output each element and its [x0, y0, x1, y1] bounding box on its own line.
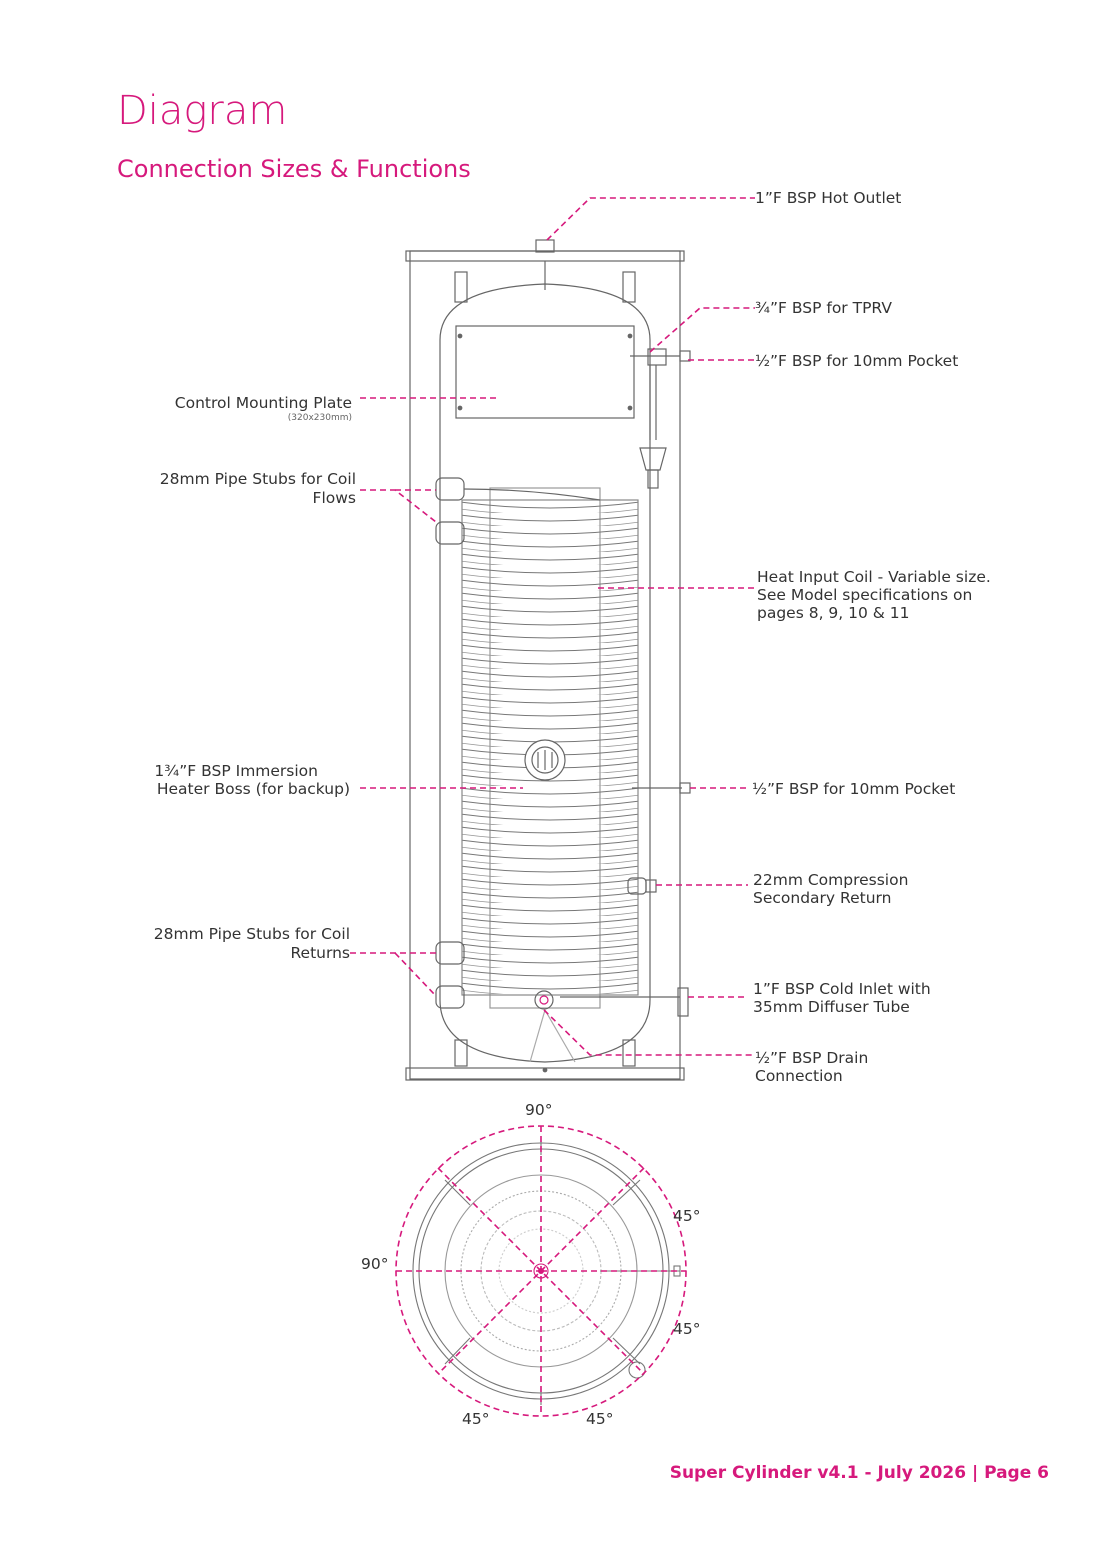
label-coil-flows-1: 28mm Pipe Stubs for Coil	[159, 470, 356, 488]
angle-label-right-upper: 45°	[673, 1207, 701, 1225]
cylinder-elevation	[405, 239, 691, 1081]
label-heat-coil-3: pages 8, 9, 10 & 11	[757, 604, 910, 622]
angle-label-bottom-left: 45°	[462, 1410, 490, 1428]
plan-angle-lines	[395, 1125, 687, 1417]
control-mounting-plate-shape	[455, 325, 635, 419]
label-drain-1: ½”F BSP Drain	[755, 1049, 869, 1067]
label-tprv: ¾”F BSP for TPRV	[755, 299, 892, 317]
angle-label-bottom-right: 45°	[586, 1410, 614, 1428]
label-heat-coil-1: Heat Input Coil - Variable size.	[757, 568, 991, 586]
angle-label-left: 90°	[361, 1255, 389, 1273]
label-cold-inlet-1: 1”F BSP Cold Inlet with	[753, 980, 931, 998]
cylinder-plan-view	[412, 1141, 681, 1405]
label-pocket-mid: ½”F BSP for 10mm Pocket	[752, 780, 956, 798]
label-drain-2: Connection	[755, 1067, 843, 1085]
label-hot-outlet: 1”F BSP Hot Outlet	[755, 189, 902, 207]
label-control-plate-size: (320x230mm)	[287, 413, 352, 423]
tprv-valve-shape	[647, 348, 667, 366]
label-pocket-top: ½”F BSP for 10mm Pocket	[755, 352, 959, 370]
label-control-plate: Control Mounting Plate	[174, 394, 352, 412]
label-heat-coil-2: See Model specifications on	[757, 586, 973, 604]
label-immersion-2: Heater Boss (for backup)	[156, 780, 350, 798]
angle-label-top: 90°	[525, 1101, 553, 1119]
angle-label-right-lower: 45°	[673, 1320, 701, 1338]
label-immersion-1: 1¾”F BSP Immersion	[154, 762, 318, 780]
label-secondary-return-1: 22mm Compression	[753, 871, 909, 889]
label-secondary-return-2: Secondary Return	[753, 889, 892, 907]
page-subtitle: Connection Sizes & Functions	[117, 155, 471, 183]
leader-lines	[350, 197, 755, 1056]
page-title: Diagram	[117, 88, 288, 134]
label-coil-flows-2: Flows	[312, 489, 356, 507]
label-coil-returns-1: 28mm Pipe Stubs for Coil	[153, 925, 350, 943]
label-coil-returns-2: Returns	[290, 944, 350, 962]
page-footer: Super Cylinder v4.1 - July 2026 | Page 6	[669, 1463, 1049, 1483]
label-cold-inlet-2: 35mm Diffuser Tube	[753, 998, 910, 1016]
